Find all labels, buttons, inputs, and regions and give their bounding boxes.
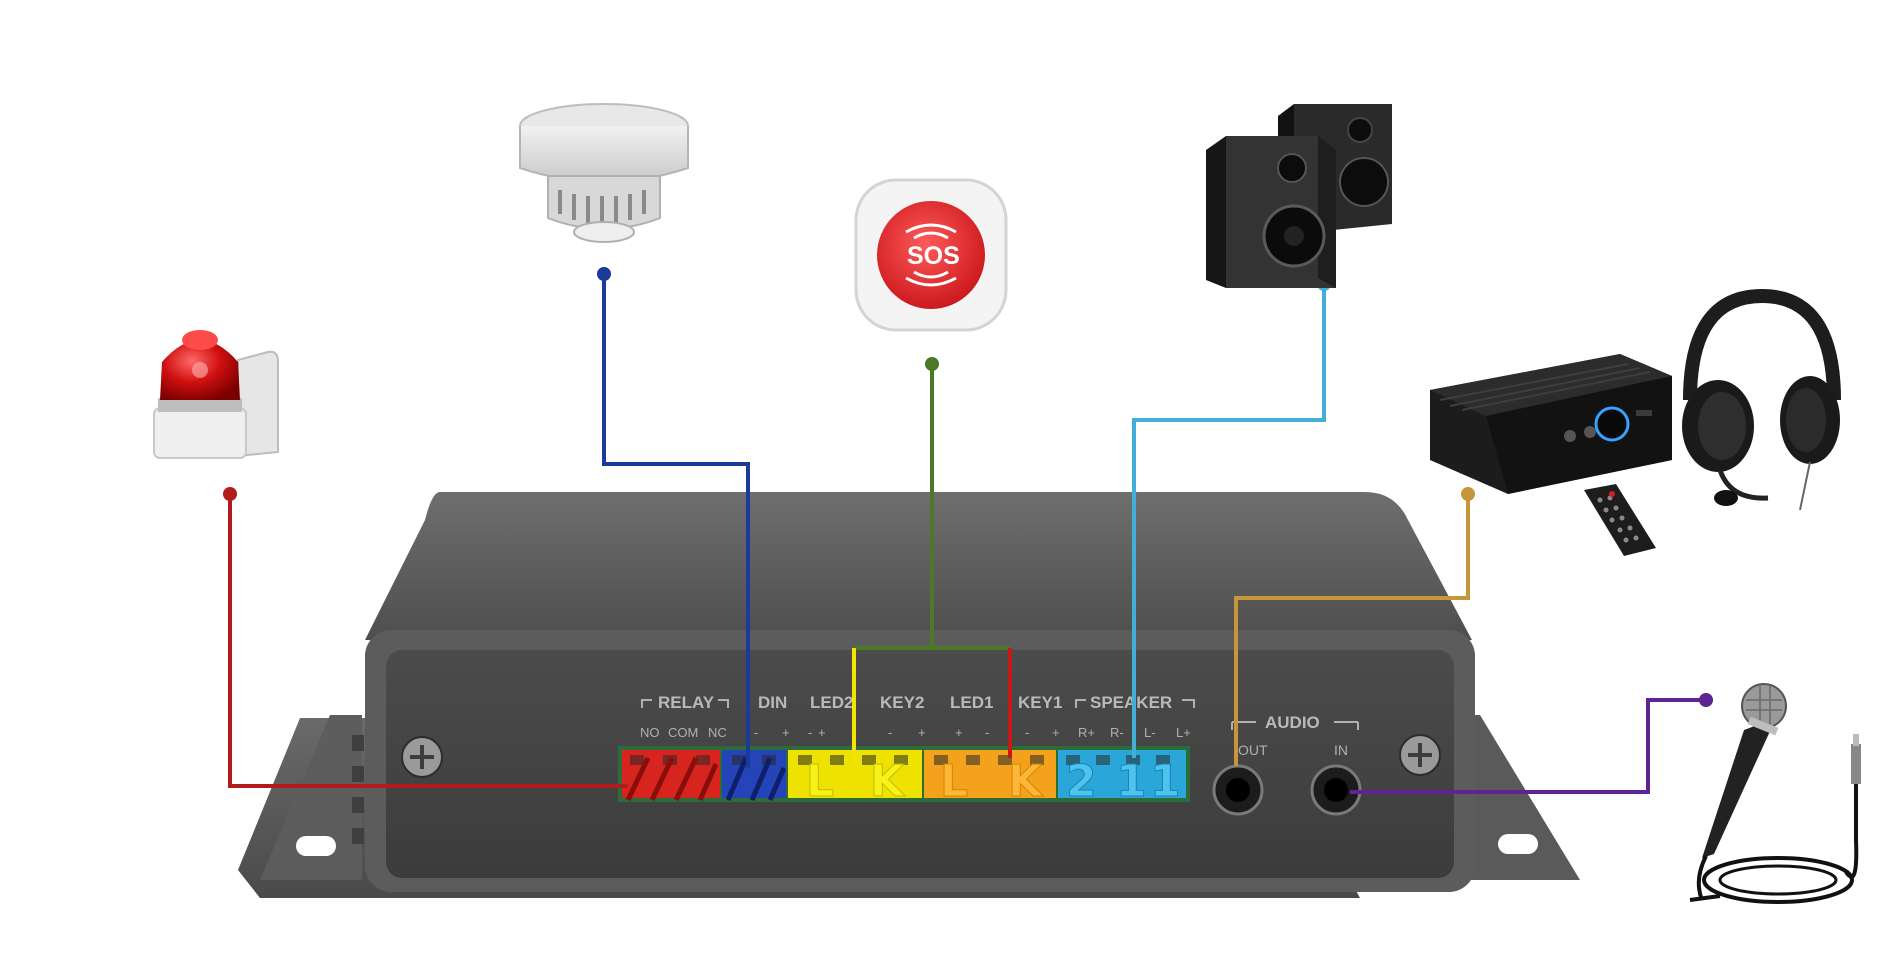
pin-label-led2-plus: +	[818, 725, 826, 740]
wire-dot-sos-button	[925, 357, 939, 371]
pin-label-key2-plus: +	[918, 725, 926, 740]
wire-amplifier	[1234, 494, 1470, 766]
pin-label-speaker-lp: L+	[1176, 725, 1191, 740]
screw-right	[1399, 734, 1441, 776]
pin-label-din-plus: +	[782, 725, 790, 740]
terminal-mark-key2: K	[870, 756, 906, 807]
screw-left	[401, 736, 443, 778]
terminal-block: L K L K 2 1 1	[618, 746, 1190, 808]
amplifier-icon	[1430, 354, 1672, 494]
terminal-mark-speaker-l2: 1	[1150, 756, 1181, 807]
sos-button-label: SOS	[907, 242, 960, 270]
alarm-light-icon	[153, 330, 279, 459]
label-key2: KEY2	[880, 693, 924, 712]
pin-label-key1-minus: -	[1025, 725, 1029, 740]
device-lid	[365, 492, 1472, 640]
terminal-mark-speaker-r: 2	[1066, 756, 1097, 807]
jack-label-in: IN	[1334, 742, 1348, 758]
right-bracket	[1452, 715, 1580, 880]
microphone-icon	[1689, 683, 1861, 904]
remote-icon	[1584, 484, 1656, 556]
audio-out-jack	[1212, 764, 1264, 816]
wire-speakers	[1132, 284, 1326, 758]
label-audio: AUDIO	[1265, 713, 1320, 732]
pin-label-relay-nc: NC	[708, 725, 727, 740]
label-relay: RELAY	[658, 693, 715, 712]
speakers-icon	[1206, 104, 1392, 288]
wire-smoke-detector	[602, 274, 750, 768]
pin-label-relay-no: NO	[640, 725, 660, 740]
pin-label-key2-minus: -	[888, 725, 892, 740]
pin-label-speaker-lm: L-	[1144, 725, 1156, 740]
sos-button-icon: SOS	[854, 178, 1008, 332]
jack-label-out: OUT	[1238, 742, 1268, 758]
wire-dot-smoke-detector	[597, 267, 611, 281]
headset-icon	[1682, 288, 1841, 511]
ip-audio-module: RELAY DIN LED2 KEY2 LED1 KEY1 SPEAKER AU…	[238, 492, 1580, 898]
mounting-hole-left	[296, 836, 336, 856]
smoke-detector-icon	[519, 103, 689, 243]
mounting-hole-right	[1498, 834, 1538, 854]
pin-label-speaker-rm: R-	[1110, 725, 1124, 740]
pin-label-key1-plus: +	[1052, 725, 1060, 740]
wire-dot-alarm-light	[223, 487, 237, 501]
wire-microphone	[1350, 698, 1706, 794]
pin-label-speaker-rp: R+	[1078, 725, 1095, 740]
label-led2: LED2	[810, 693, 853, 712]
label-speaker: SPEAKER	[1090, 693, 1172, 712]
terminal-mark-speaker-l1: 1	[1116, 756, 1147, 807]
left-bracket	[260, 715, 362, 880]
terminal-mark-led2: L	[806, 756, 834, 807]
terminal-mark-key1: K	[1008, 756, 1044, 807]
terminal-mark-led1: L	[940, 756, 968, 807]
pin-label-led1-minus: -	[985, 725, 989, 740]
pin-label-din-minus: -	[754, 725, 758, 740]
label-din: DIN	[758, 693, 787, 712]
pin-label-relay-com: COM	[668, 725, 698, 740]
wire-dot-microphone	[1699, 693, 1713, 707]
label-key1: KEY1	[1018, 693, 1062, 712]
wire-dot-amplifier	[1461, 487, 1475, 501]
pin-label-led2-minus: -	[808, 725, 812, 740]
wire-alarm-light	[228, 494, 628, 788]
pin-label-led1-plus: +	[955, 725, 963, 740]
label-led1: LED1	[950, 693, 993, 712]
